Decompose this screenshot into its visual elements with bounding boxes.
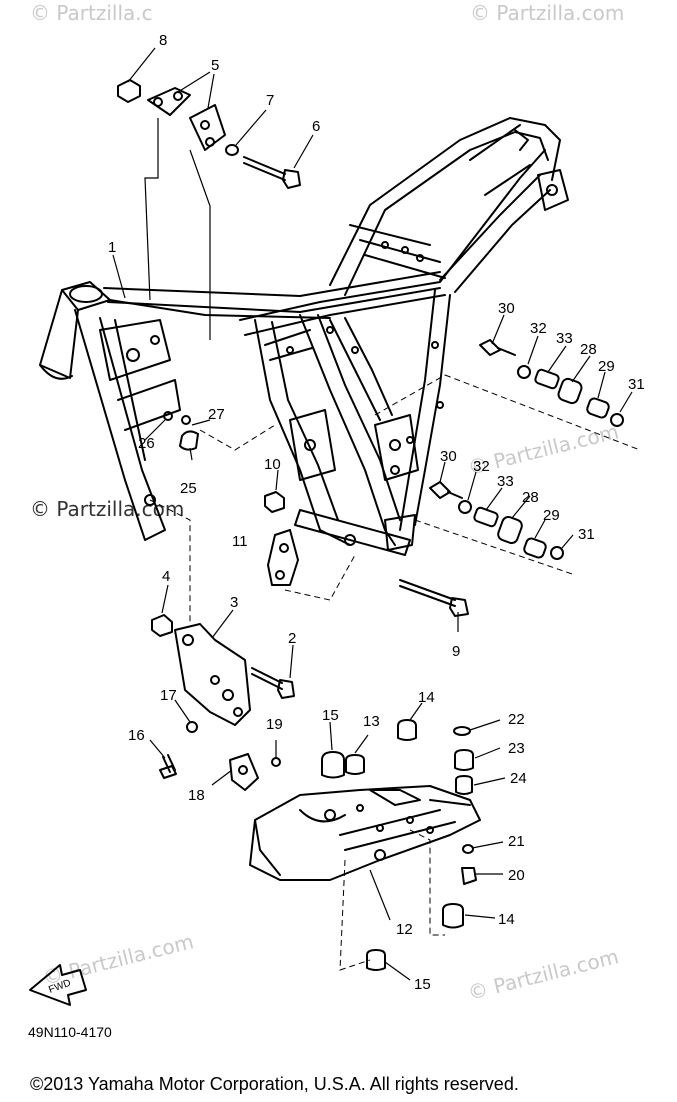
callout-16: 16 [128, 727, 145, 744]
callout-30-upper: 30 [498, 300, 515, 317]
fwd-arrow-icon [29, 964, 87, 1006]
callout-26: 26 [138, 435, 155, 452]
engine-plate-3 [174, 623, 251, 726]
collar-23 [454, 749, 474, 771]
diagram-code: 49N110-4170 [28, 1024, 112, 1040]
callout-2: 2 [288, 630, 296, 647]
callout-6: 6 [312, 118, 320, 135]
leader-lines [112, 47, 633, 981]
damper-15-upper [321, 751, 345, 779]
bracket-18 [229, 753, 259, 791]
callout-7: 7 [266, 92, 274, 109]
nut-21 [462, 844, 474, 854]
callout-31-lower: 31 [578, 526, 595, 543]
callout-19: 19 [266, 716, 283, 733]
callout-25: 25 [180, 480, 197, 497]
watermark-top-left: © Partzilla.c [30, 1, 153, 25]
nut-17 [186, 721, 198, 733]
watermark-bottom-right: © Partzilla.com [465, 944, 621, 1005]
skid-plate-12 [249, 785, 481, 881]
bolt-20 [461, 867, 477, 885]
callout-29-lower: 29 [543, 507, 560, 524]
callout-5: 5 [211, 57, 219, 74]
bolt-16 [159, 754, 177, 779]
callout-27: 27 [208, 406, 225, 423]
bolt-2 [251, 667, 295, 699]
callout-15-lower: 15 [414, 976, 431, 993]
engine-bracket-upper [147, 87, 226, 151]
callout-32-upper: 32 [530, 320, 547, 337]
callout-33-lower: 33 [497, 473, 514, 490]
callout-31-upper: 31 [628, 376, 645, 393]
damper-14-upper [397, 719, 417, 741]
callout-28-upper: 28 [580, 341, 597, 358]
collar-24 [455, 775, 473, 795]
callout-8: 8 [159, 32, 167, 49]
callout-17: 17 [160, 687, 177, 704]
callout-30-lower: 30 [440, 448, 457, 465]
callout-14-upper: 14 [418, 689, 435, 706]
callout-1: 1 [108, 239, 116, 256]
bolt-9 [399, 579, 469, 617]
callout-24: 24 [510, 770, 527, 787]
callout-11: 11 [232, 533, 248, 550]
copyright-notice: ©2013 Yamaha Motor Corporation, U.S.A. A… [30, 1074, 519, 1094]
main-frame [39, 117, 569, 556]
damper-15-lower [366, 949, 386, 971]
washer-7 [225, 144, 239, 156]
collar-10 [264, 491, 285, 513]
bolt-19 [271, 757, 281, 767]
callout-3: 3 [230, 594, 238, 611]
clamp-parts [163, 411, 199, 451]
callout-28-lower: 28 [522, 489, 539, 506]
callout-23: 23 [508, 740, 525, 757]
mount-hardware-upper [479, 339, 624, 427]
callout-4: 4 [162, 568, 170, 585]
guide-lines [149, 374, 641, 971]
callout-15-upper: 15 [322, 707, 339, 724]
callout-labels: 8 5 7 6 1 30 32 33 28 29 31 26 27 25 10 … [108, 32, 645, 993]
callout-20: 20 [508, 867, 525, 884]
nut-8 [117, 79, 141, 103]
callout-9: 9 [452, 643, 460, 660]
callout-10: 10 [264, 456, 281, 473]
callout-22: 22 [508, 711, 525, 728]
bracket-11 [267, 529, 299, 586]
callout-32-lower: 32 [473, 458, 490, 475]
bolt-6 [243, 156, 301, 189]
watermark-left: © Partzilla.com [30, 497, 184, 521]
callout-33-upper: 33 [556, 330, 573, 347]
mount-hardware-lower [429, 481, 564, 560]
callout-12: 12 [396, 921, 413, 938]
watermark-top-right: © Partzilla.com [470, 1, 624, 25]
callout-29-upper: 29 [598, 358, 615, 375]
callout-13: 13 [363, 713, 380, 730]
damper-14-lower [442, 903, 464, 929]
callout-21: 21 [508, 833, 525, 850]
washer-22 [453, 726, 471, 736]
collar-4 [151, 614, 173, 637]
callout-14-lower: 14 [498, 911, 515, 928]
damper-13 [345, 754, 365, 775]
callout-18: 18 [188, 787, 205, 804]
